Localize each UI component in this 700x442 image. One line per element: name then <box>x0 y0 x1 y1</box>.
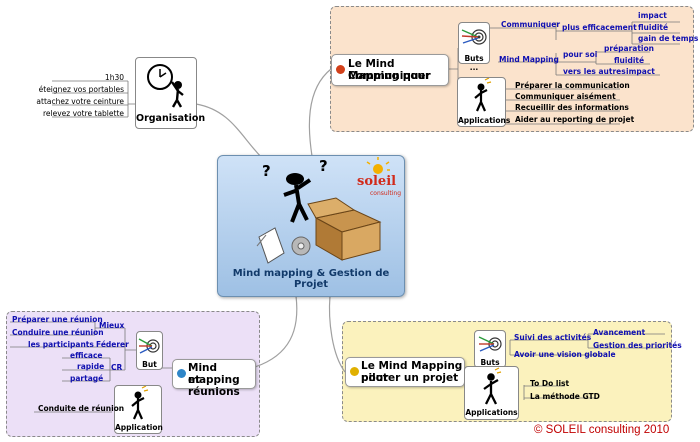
reunions-but-box[interactable]: But <box>136 331 163 370</box>
piloter-application-item: To Do list <box>530 379 570 388</box>
organisation-title: Organisation <box>136 113 206 124</box>
target-arrows-icon <box>478 336 502 352</box>
cr-item: rapide <box>77 362 105 371</box>
communiquer-application-item: Préparer la communication <box>515 81 630 90</box>
svg-text:?: ? <box>319 157 328 175</box>
piloter-badge-icon <box>350 367 359 376</box>
vision-globale-label[interactable]: Avoir une vision globale <box>514 350 616 359</box>
sun-logo-icon <box>366 157 390 174</box>
piloter-applications-box[interactable]: Applications <box>464 366 519 420</box>
organisation-topic[interactable]: Organisation <box>135 57 206 129</box>
vers-les-autres-item: impact <box>626 67 655 76</box>
pour-soi-label[interactable]: pour soi <box>563 50 598 59</box>
pour-soi-item: fluidité <box>614 56 645 65</box>
organisation-item: attachez votre ceinture <box>36 97 124 106</box>
reunions-badge-icon <box>177 369 186 378</box>
reunions-title-line2: et réunions <box>188 374 240 398</box>
clock-figure-icon <box>147 64 184 108</box>
gear-icon <box>291 236 311 256</box>
organisation-item: relevez votre tablette <box>43 109 124 118</box>
efficacement-item: gain de temps <box>638 34 699 43</box>
target-arrows-icon <box>138 338 160 354</box>
cr-label[interactable]: CR <box>111 363 123 372</box>
organisation-item: éteignez vos portables <box>38 85 124 94</box>
communiquer-application-item: Recueillir des informations <box>515 103 629 112</box>
mieux-item: Préparer une réunion <box>12 315 103 324</box>
piloter-title-line1: Le Mind Mapping pour <box>361 360 463 384</box>
reunions-topic[interactable]: Mind mapping et réunions <box>172 359 256 398</box>
idea-figure-icon <box>474 78 492 112</box>
piloter-title-line2: piloter un projet <box>361 372 459 384</box>
reunions-application-label: Application <box>115 423 163 432</box>
central-topic-title: Mind mapping & Gestion de Projet <box>232 268 390 290</box>
suivi-item: Gestion des priorités <box>593 341 682 350</box>
reunions-application-item: Conduite de réunion <box>38 404 125 413</box>
vers-les-autres-label[interactable]: vers les autres <box>563 67 626 76</box>
communiquer-application-item: Aider au reporting de projet <box>515 115 635 124</box>
reunions-title-line1: Mind mapping <box>188 362 240 386</box>
thinking-figure-icon: ? ? <box>256 157 390 264</box>
suivi-activites-label[interactable]: Suivi des activités <box>514 333 592 342</box>
communiquer-title-line1: Le Mind Mapping pour <box>348 58 431 82</box>
target-arrows-icon <box>461 29 487 45</box>
cr-item: efficace <box>70 351 103 360</box>
mieux-item: Conduire une réunion <box>12 328 104 337</box>
pour-soi-item: préparation <box>604 44 654 53</box>
mind-mapping-branch-label[interactable]: Mind Mapping <box>499 55 559 64</box>
communiquer-topic[interactable]: Le Mind Mapping pour Communiquer <box>331 54 449 86</box>
communiquer-buts-label: Buts ... <box>464 54 484 72</box>
piloter-topic[interactable]: Le Mind Mapping pour piloter un projet <box>345 357 465 387</box>
idea-figure-icon <box>483 367 502 405</box>
piloter-applications-label: Applications <box>465 408 518 417</box>
plus-efficacement-label[interactable]: plus efficacement <box>562 23 637 32</box>
communiquer-application-item: Communiquer aisément <box>515 92 616 101</box>
efficacement-item: impact <box>638 11 667 20</box>
svg-text:?: ? <box>262 162 271 180</box>
efficacement-item: fluidité <box>638 23 669 32</box>
federer-label[interactable]: Féderer <box>96 340 129 349</box>
federer-item: les participants <box>28 340 94 349</box>
logo-text: soleil <box>357 174 397 189</box>
communiquer-buts-box[interactable]: Buts ... <box>458 22 490 72</box>
box-icon <box>307 197 382 261</box>
communiquer-title-line2: Communiquer <box>348 70 431 82</box>
copyright-notice: © SOLEIL consulting 2010 <box>534 424 670 436</box>
central-topic[interactable]: ? ? soleil consulting Mind mapping & Ges… <box>217 155 405 297</box>
piloter-buts-box[interactable]: Buts ... <box>474 330 506 376</box>
mieux-label[interactable]: Mieux <box>99 321 125 330</box>
communiquer-badge-icon <box>336 65 345 74</box>
communiquer-applications-label: Applications <box>458 116 511 125</box>
suivi-item: Avancement <box>593 328 646 337</box>
organisation-item: 1h30 <box>104 73 124 82</box>
reunions-but-label: But <box>142 360 157 369</box>
cr-item: partagé <box>70 374 104 383</box>
idea-figure-icon <box>131 386 149 420</box>
communiquer-branch-label[interactable]: Communiquer <box>501 20 561 29</box>
communiquer-applications-box[interactable]: Applications <box>457 77 511 127</box>
logo-subtext: consulting <box>370 190 401 197</box>
reunions-application-box[interactable]: Application <box>114 385 163 434</box>
piloter-application-item: La méthode GTD <box>530 392 600 401</box>
